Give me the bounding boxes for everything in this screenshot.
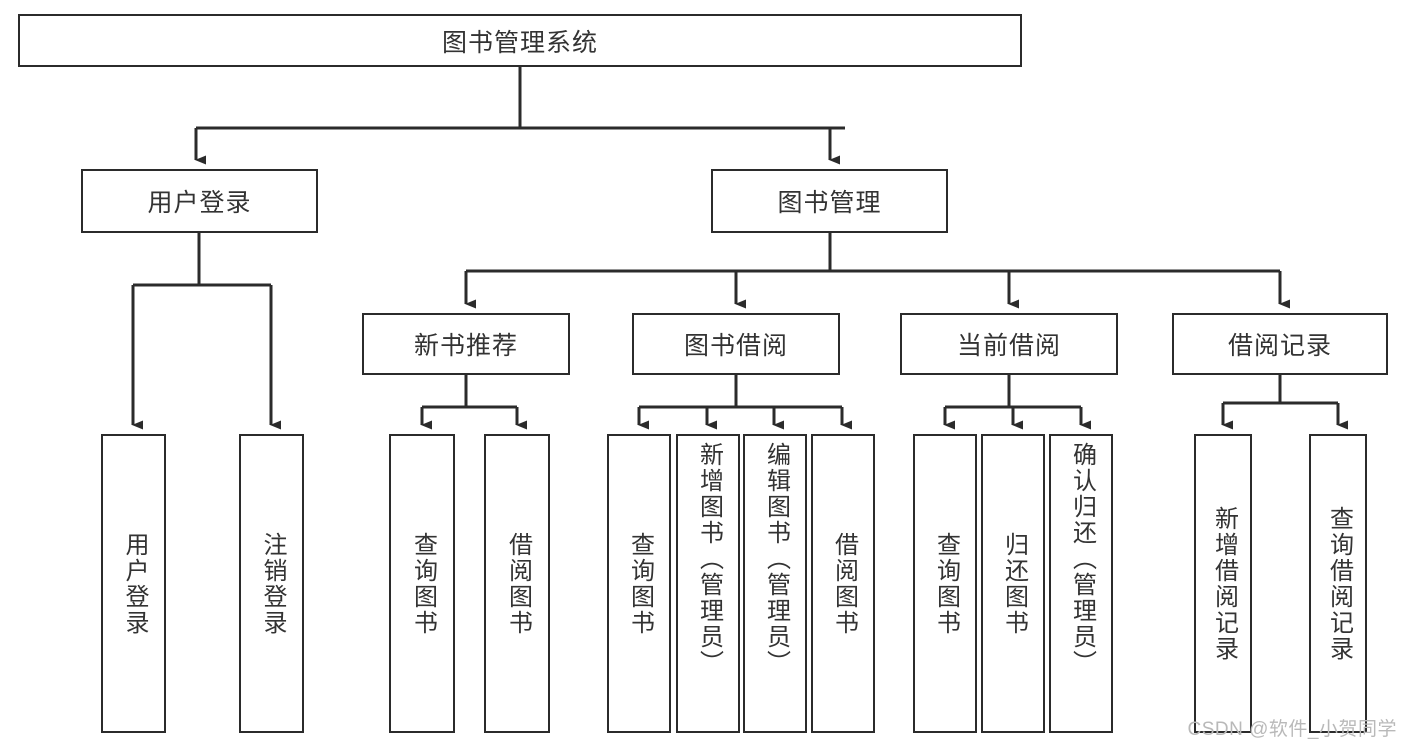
leaf-book-borrow-add-book-admin[interactable]: 新增图书（管理员） — [676, 434, 740, 733]
node-label: 注销登录 — [258, 531, 286, 636]
leaf-current-borrow-query[interactable]: 查询图书 — [913, 434, 977, 733]
node-label: 当前借阅 — [956, 332, 1061, 360]
node-book-management[interactable]: 图书管理 — [711, 169, 948, 233]
leaf-borrow-record-query[interactable]: 查询借阅记录 — [1309, 434, 1367, 733]
node-label: 查询图书 — [626, 531, 654, 636]
leaf-user-login-logout[interactable]: 注销登录 — [239, 434, 304, 733]
node-label: 借阅图书 — [504, 531, 532, 636]
node-label: 新增借阅记录 — [1210, 505, 1238, 662]
leaf-book-borrow-edit-book-admin[interactable]: 编辑图书（管理员） — [743, 434, 807, 733]
leaf-new-book-borrow[interactable]: 借阅图书 — [484, 434, 550, 733]
node-label: 图书管理 — [777, 189, 882, 217]
node-label: 编辑图书（管理员） — [762, 442, 790, 676]
node-label: 图书管理系统 — [441, 28, 598, 57]
node-label: 用户登录 — [120, 531, 148, 636]
node-label: 新增图书（管理员） — [695, 442, 723, 676]
node-user-login[interactable]: 用户登录 — [81, 169, 318, 233]
leaf-borrow-record-add[interactable]: 新增借阅记录 — [1194, 434, 1252, 733]
node-label: 新书推荐 — [413, 332, 518, 360]
leaf-new-book-query[interactable]: 查询图书 — [389, 434, 455, 733]
node-label: 借阅图书 — [830, 531, 858, 636]
node-current-borrow[interactable]: 当前借阅 — [900, 313, 1118, 375]
leaf-book-borrow-borrow-book[interactable]: 借阅图书 — [811, 434, 875, 733]
node-label: 查询借阅记录 — [1325, 505, 1353, 662]
node-root-book-management-system[interactable]: 图书管理系统 — [18, 14, 1022, 67]
node-label: 确认归还（管理员） — [1068, 442, 1096, 676]
leaf-user-login-login[interactable]: 用户登录 — [101, 434, 166, 733]
node-label: 查询图书 — [932, 531, 960, 636]
node-book-borrow[interactable]: 图书借阅 — [632, 313, 840, 375]
leaf-current-borrow-confirm-return-admin[interactable]: 确认归还（管理员） — [1049, 434, 1113, 733]
node-label: 归还图书 — [1000, 531, 1028, 636]
leaf-book-borrow-query[interactable]: 查询图书 — [607, 434, 671, 733]
node-label: 用户登录 — [147, 189, 252, 217]
leaf-current-borrow-return[interactable]: 归还图书 — [981, 434, 1045, 733]
node-label: 借阅记录 — [1227, 332, 1332, 360]
node-label: 图书借阅 — [683, 332, 788, 360]
node-new-book-recommend[interactable]: 新书推荐 — [362, 313, 570, 375]
node-borrow-record[interactable]: 借阅记录 — [1172, 313, 1388, 375]
node-label: 查询图书 — [409, 531, 437, 636]
